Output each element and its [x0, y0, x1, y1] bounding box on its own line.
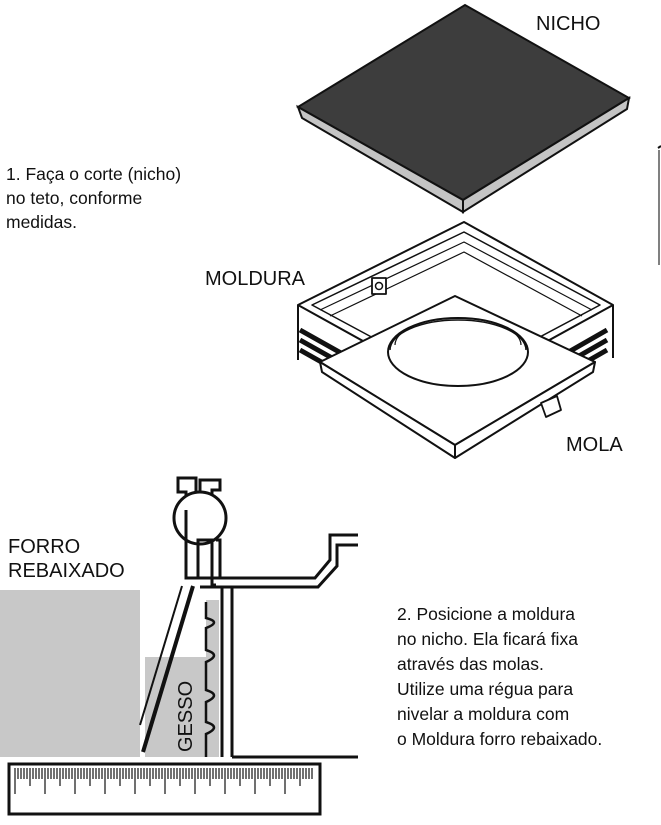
forro-label-line2: REBAIXADO: [8, 560, 125, 582]
step1-line3: medidas.: [6, 212, 77, 232]
leveling-rod-edge: [139, 585, 183, 726]
moldura-label: MOLDURA: [205, 268, 306, 290]
step1-line2: no teto, conforme: [6, 188, 142, 208]
gesso-edge: [204, 602, 216, 757]
step1-text: 1. Faça o corte (nicho) no teto, conform…: [6, 164, 181, 232]
moldura-frame: [297, 221, 614, 459]
leveling-rod: [141, 585, 195, 753]
forro-block: [0, 590, 140, 757]
ruler: [7, 762, 322, 816]
frame-profile: [172, 476, 358, 759]
gesso-label: GESSO: [175, 681, 197, 752]
step1-line1: 1. Faça o corte (nicho): [6, 164, 181, 184]
forro-label-line1: FORRO: [8, 536, 80, 558]
mola-label: MOLA: [566, 434, 623, 456]
nicho-panel: [296, 3, 631, 214]
step2-line4: Utilize uma régua para: [397, 679, 573, 699]
step2-line6: o Moldura forro rebaixado.: [397, 729, 602, 749]
step2-line1: 2. Posicione a moldura: [397, 604, 575, 624]
step2-line2: no nicho. Ela ficará fixa: [397, 629, 578, 649]
gesso-block: [145, 600, 219, 757]
step2-text: 2. Posicione a moldura no nicho. Ela fic…: [397, 604, 602, 749]
step2-line5: nivelar a moldura com: [397, 704, 569, 724]
nicho-label: NICHO: [536, 13, 600, 35]
step2-line3: através das molas.: [397, 654, 544, 674]
